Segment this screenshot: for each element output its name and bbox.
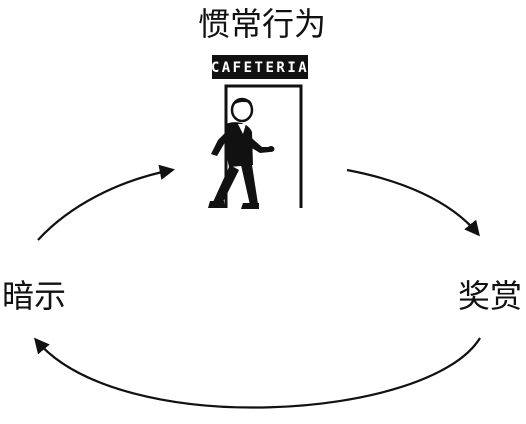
routine-label: 惯常行为 xyxy=(198,5,327,43)
cafeteria-sign-text: CAFETERIA xyxy=(211,60,309,76)
cafeteria-sign: CAFETERIA xyxy=(211,55,309,79)
arrow-cue-to-routine xyxy=(37,164,176,241)
arrow-routine-to-reward xyxy=(346,168,480,237)
walking-person-icon xyxy=(208,97,275,209)
cue-label: 暗示 xyxy=(2,277,67,315)
reward-label: 奖赏 xyxy=(458,277,523,315)
arrow-reward-to-cue xyxy=(34,337,481,409)
